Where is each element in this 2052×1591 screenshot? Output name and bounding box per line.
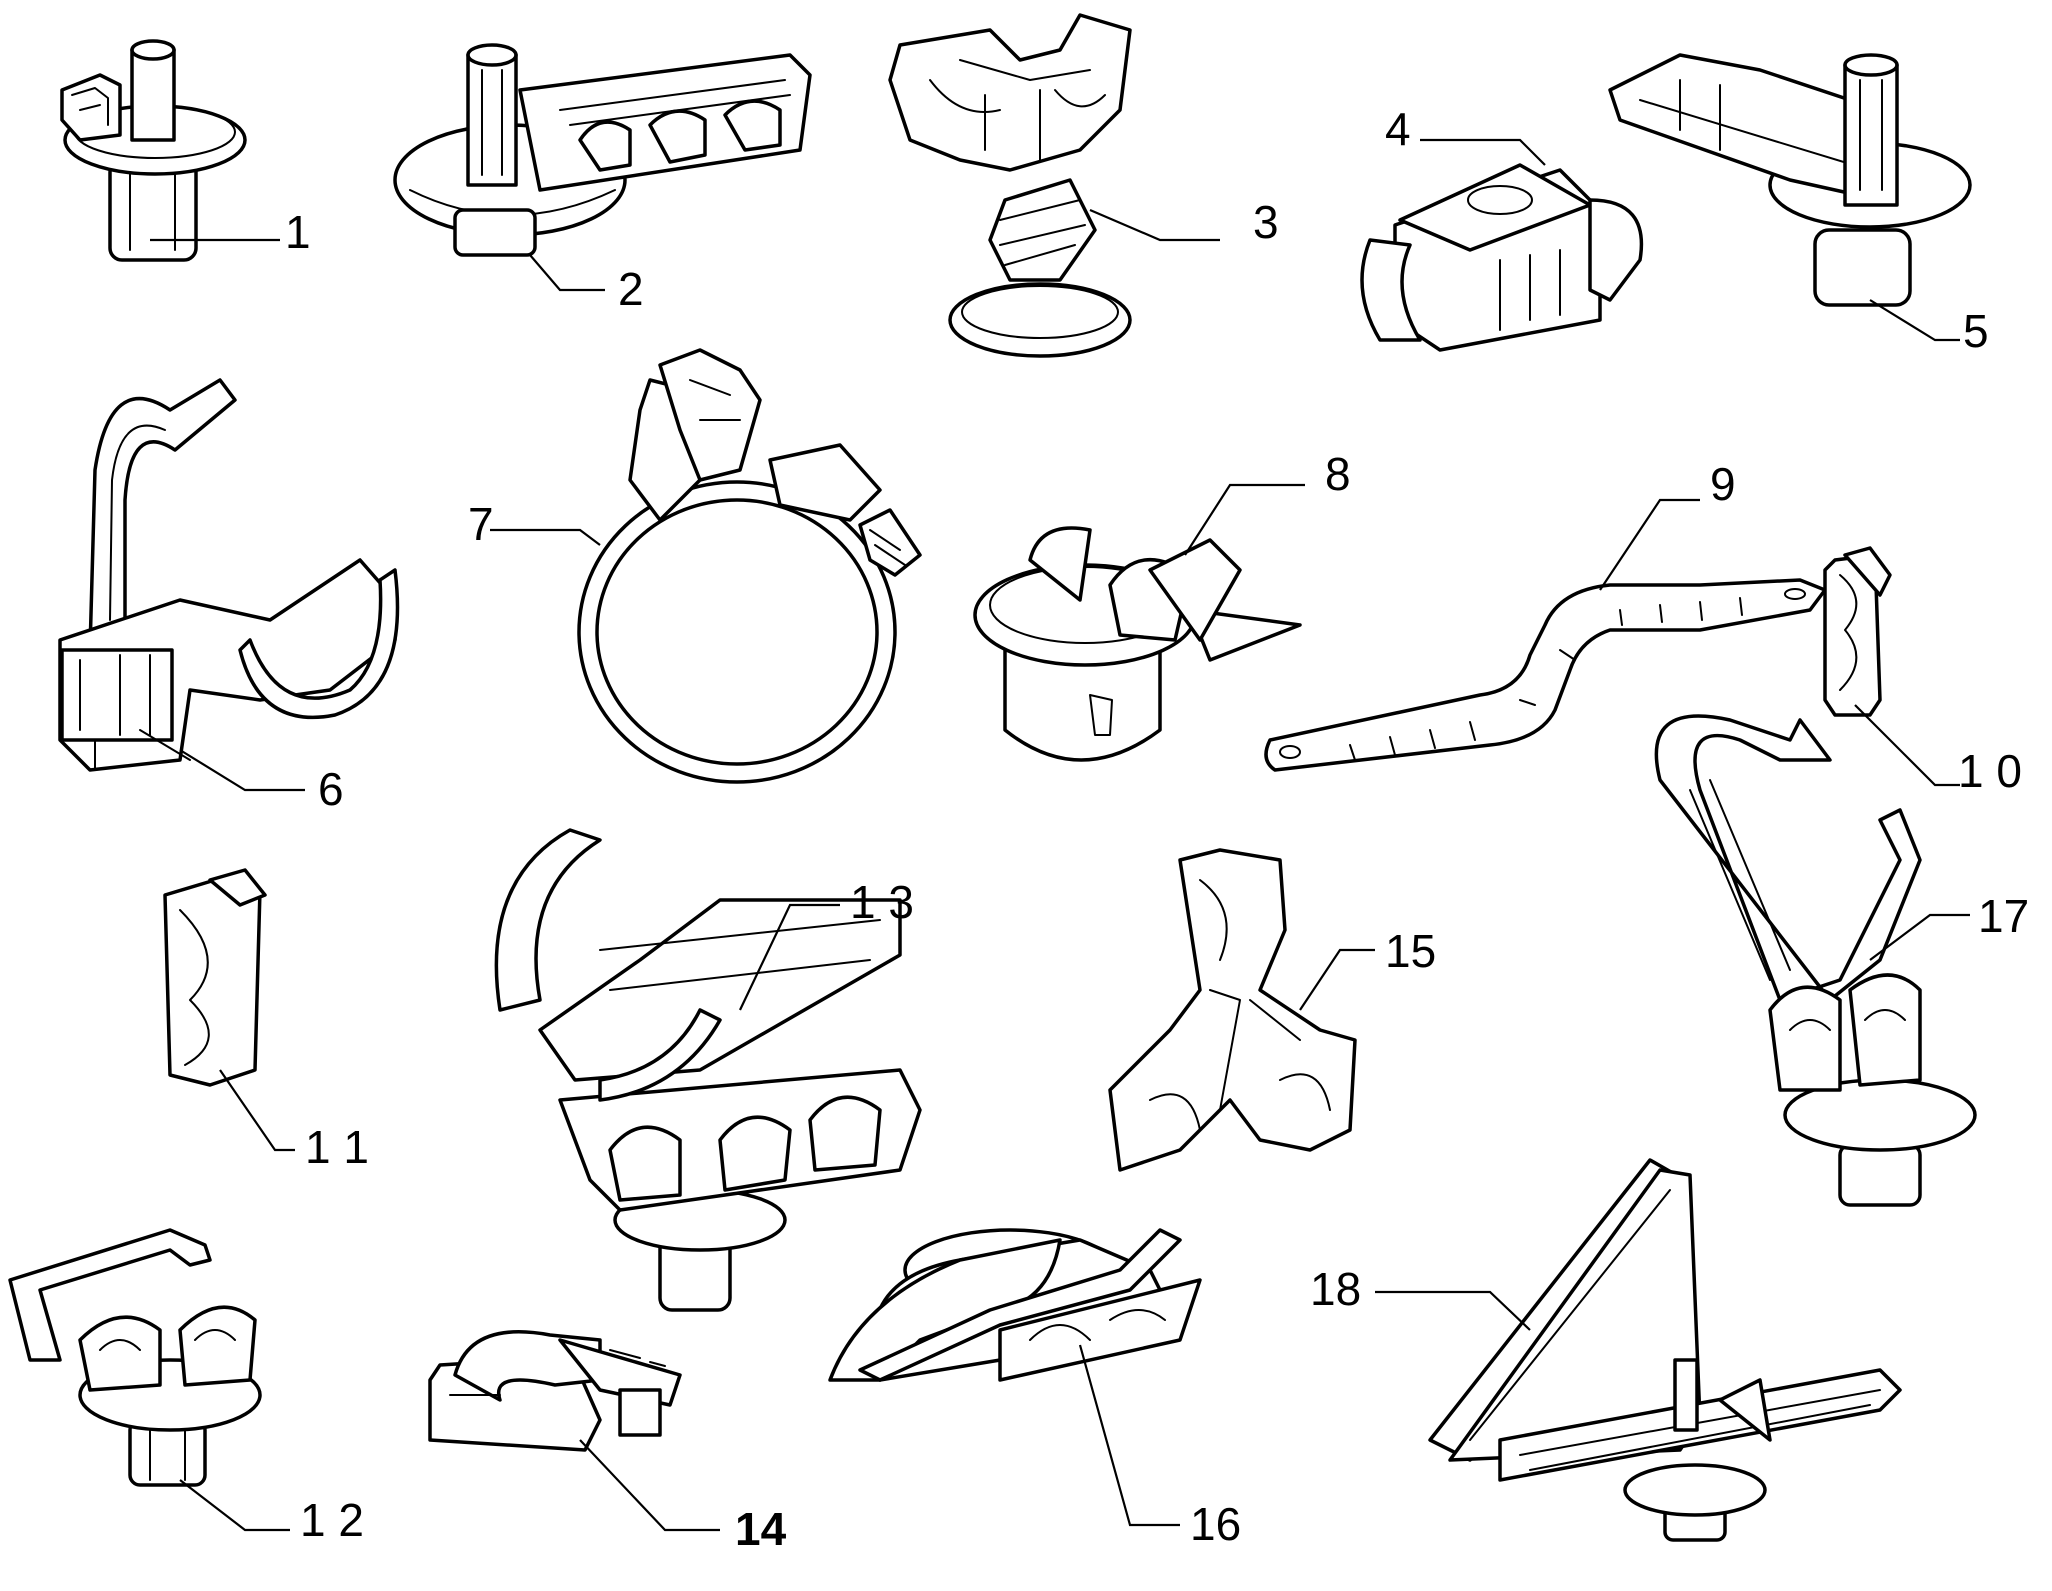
part-17-triangle-stud-clip: [1654, 714, 1977, 1207]
part-7-ring-clip: [577, 348, 922, 784]
label-part-18: 18: [1310, 1263, 1361, 1315]
label-part-11: 1 1: [305, 1121, 369, 1173]
label-part-12: 1 2: [300, 1494, 364, 1546]
label-part-17: 17: [1978, 890, 2029, 942]
label-part-6: 6: [318, 763, 344, 815]
part-3-spring-double-clip: [888, 13, 1132, 358]
label-part-10: 1 0: [1958, 745, 2022, 797]
label-part-4: 4: [1385, 103, 1411, 155]
part-5-stud-bracket: [1608, 53, 1972, 307]
label-part-13: 1 3: [850, 876, 914, 928]
label-part-3: 3: [1253, 196, 1279, 248]
part-2-stud-clip-bar: [393, 43, 812, 257]
label-part-1: 1: [285, 206, 311, 258]
part-16-bridge-clip: [828, 1228, 1202, 1382]
part-14-open-ring-clip: [428, 1330, 682, 1452]
label-part-9: 9: [1710, 458, 1736, 510]
label-part-15: 15: [1385, 925, 1436, 977]
part-9-cable-strap: [1264, 578, 1827, 772]
label-part-5: 5: [1963, 305, 1989, 357]
label-part-8: 8: [1325, 448, 1351, 500]
part-12-stud-loop-clip: [8, 1228, 262, 1487]
label-part-2: 2: [618, 263, 644, 315]
label-part-16: 16: [1190, 1498, 1241, 1550]
part-labels: 1 2 3 4 5 6 7 8 9 1 0 1 1 1 2 1 3 14 15 …: [285, 103, 2029, 1555]
part-11-small-clip: [163, 868, 267, 1087]
part-15-y-clip: [1108, 848, 1357, 1172]
label-part-7: 7: [468, 498, 494, 550]
part-13-multi-clip: [494, 828, 922, 1312]
part-18-long-arm-clip: [1428, 1158, 1902, 1542]
part-6-hook-clip: [58, 378, 400, 772]
part-4-block-clip: [1360, 163, 1644, 352]
label-part-14: 14: [735, 1503, 787, 1555]
leader-lines: [150, 138, 1970, 1532]
part-1-stud-clip: [60, 39, 247, 262]
part-10-small-clip: [1823, 546, 1892, 717]
part-8-round-base-clip: [973, 526, 1302, 762]
